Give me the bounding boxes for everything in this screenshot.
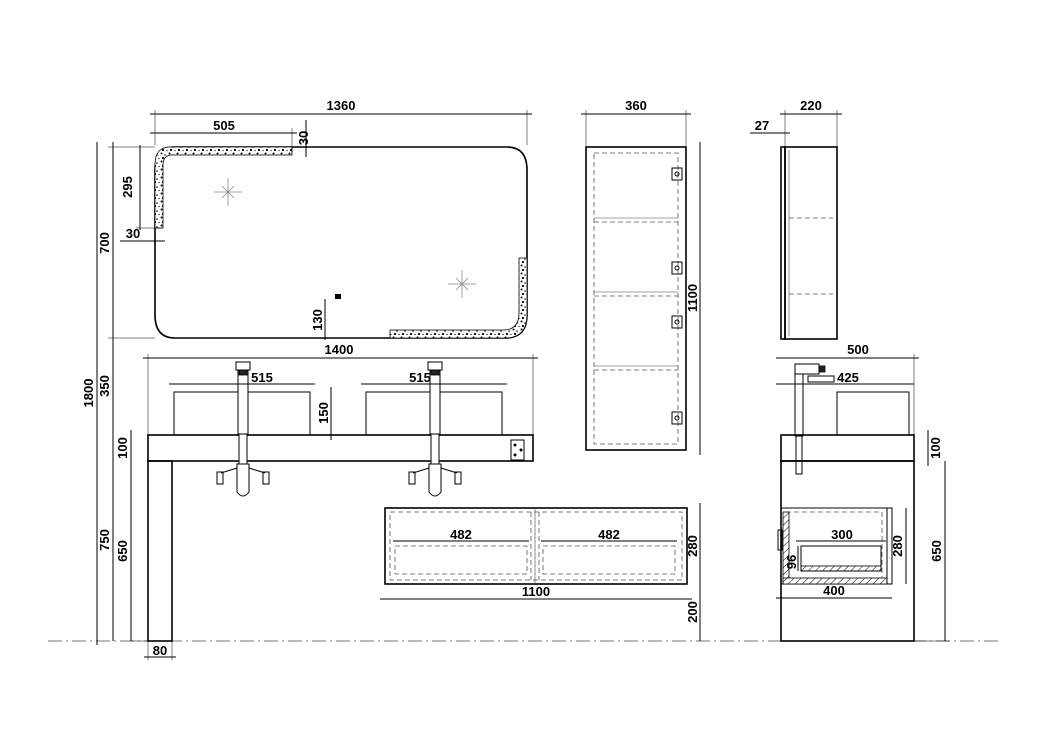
mirror-top-left-led-band xyxy=(154,146,293,229)
faucet-left xyxy=(216,361,270,497)
tall-cabinet-width-label: 360 xyxy=(625,98,647,113)
hinge-icon xyxy=(671,167,683,181)
drawer-height-label: 280 xyxy=(685,535,700,557)
wall-bracket xyxy=(510,439,525,461)
drawer-unit-front-view xyxy=(384,507,688,585)
mirror-sensor xyxy=(335,294,341,299)
drawer-floor-gap-label: 200 xyxy=(685,601,700,623)
drawer-inner-left-label: 482 xyxy=(450,527,472,542)
mirror-sparkle-icon xyxy=(448,270,476,298)
faucet-side xyxy=(794,363,835,475)
mirror-height-label: 700 xyxy=(97,232,112,254)
faucet-right xyxy=(408,361,462,497)
side-view xyxy=(777,146,915,642)
tall-cabinet-height-label: 1100 xyxy=(685,284,700,312)
vanity-width-label: 1400 xyxy=(325,342,354,357)
drawer-inner-right-label: 482 xyxy=(598,527,620,542)
basin-right-width-label: 515 xyxy=(409,370,431,385)
overall-height-label: 1800 xyxy=(81,379,96,408)
side-drawer-height-label: 280 xyxy=(890,535,905,557)
mirror-thickness-label: 27 xyxy=(755,118,769,133)
side-top-thickness-label: 100 xyxy=(928,437,943,459)
vanity-leg xyxy=(147,460,173,642)
mirror-width-label: 1360 xyxy=(327,98,356,113)
basin-height-label: 150 xyxy=(316,402,331,424)
drawer-inner-depth-label: 300 xyxy=(831,527,853,542)
leg-width-label: 80 xyxy=(153,643,167,658)
leg-total-label: 750 xyxy=(97,529,112,551)
basin-left-width-label: 515 xyxy=(251,370,273,385)
mirror-sparkle-icon xyxy=(214,178,242,206)
sensor-offset-label: 130 xyxy=(310,309,325,331)
vanity-depth-label: 500 xyxy=(847,342,869,357)
side-cabinet-height-label: 650 xyxy=(929,540,944,562)
basin-depth-label: 425 xyxy=(837,370,859,385)
drawer-unit-width-label: 1100 xyxy=(522,584,550,599)
mirror-front-view xyxy=(154,146,528,339)
drawer-depth-label: 400 xyxy=(823,583,845,598)
top-thickness-label: 100 xyxy=(115,437,130,459)
hinge-icon xyxy=(671,411,683,425)
tall-cabinet-front-view xyxy=(585,146,687,451)
leg-height-label: 650 xyxy=(115,540,130,562)
corner-cutout-depth-label: 30 xyxy=(296,131,311,145)
gap-to-mirror-label: 350 xyxy=(97,375,112,397)
countertop xyxy=(147,434,534,462)
drawer-inner-height-label: 96 xyxy=(784,555,799,569)
corner-cutout-width-label: 505 xyxy=(213,118,235,133)
hinge-icon xyxy=(671,261,683,275)
mirror-bottom-right-led-band xyxy=(389,257,528,339)
corner-side-width-label: 30 xyxy=(126,226,140,241)
mirror-depth-label: 220 xyxy=(800,98,822,113)
corner-cutout-height-label: 295 xyxy=(120,176,135,198)
hinge-icon xyxy=(671,315,683,329)
